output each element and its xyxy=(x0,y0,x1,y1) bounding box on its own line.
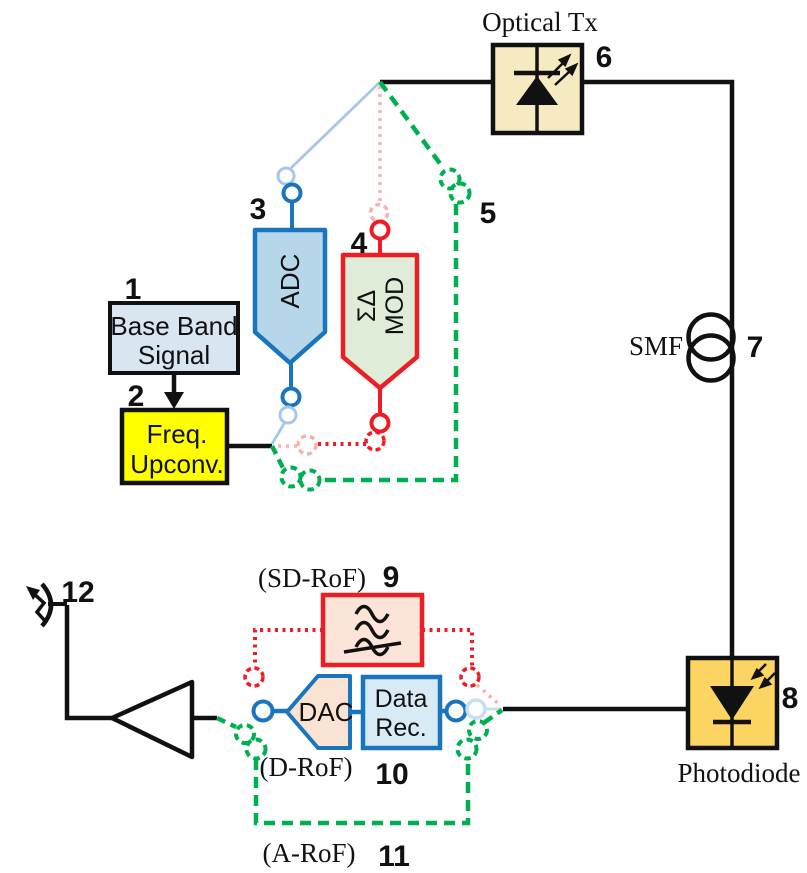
light-emission-arrows-icon xyxy=(547,53,579,86)
sigma-delta-path xyxy=(273,86,391,456)
label-number-2: 2 xyxy=(128,380,145,413)
label-number-6: 6 xyxy=(596,41,613,74)
adc-output-port-icon xyxy=(280,386,302,408)
dac-label: DAC xyxy=(299,697,354,727)
label-number-3: 3 xyxy=(250,193,267,226)
faded-switch-contact-icon xyxy=(465,698,487,720)
optical-link-wires xyxy=(192,79,735,721)
baseband-label-line1: Base Band xyxy=(110,311,237,341)
label-number-12: 12 xyxy=(61,576,94,609)
fiber-coil-icon xyxy=(686,333,736,383)
mod-block: ΣΔ MOD xyxy=(340,252,420,391)
upconv-label-line1: Freq. xyxy=(147,419,208,449)
label-number-4: 4 xyxy=(351,227,368,260)
radiating-signal-icon xyxy=(31,591,48,624)
label-number-7: 7 xyxy=(747,331,764,364)
label-number-1: 1 xyxy=(125,273,142,306)
mod-output-port-icon xyxy=(369,412,391,434)
mod-funnel xyxy=(340,252,420,391)
dac-input-port-icon xyxy=(251,699,275,723)
smf-block xyxy=(686,312,736,383)
datarec-box xyxy=(360,674,443,751)
green-switch-contact-icon xyxy=(467,719,489,741)
filter-waves-icon xyxy=(343,604,402,657)
green-switch-contact-icon xyxy=(298,468,322,492)
light-incident-arrows-icon xyxy=(750,663,776,690)
photodiode-icon xyxy=(710,686,754,720)
mod-label-group: ΣΔ MOD xyxy=(353,277,409,335)
faded-switch-contact-icon xyxy=(368,202,390,224)
optical-tx-block xyxy=(490,42,585,136)
laser-diode-icon xyxy=(516,76,558,105)
sdrof-routing xyxy=(243,628,503,708)
adc-path-faded xyxy=(270,80,381,445)
sd-rof-caption: (SD-RoF) xyxy=(258,563,366,593)
label-number-5: 5 xyxy=(480,197,497,230)
upconv-block: Freq. Upconv. xyxy=(119,407,230,486)
fiber-coil-icon xyxy=(686,312,736,362)
adc-funnel xyxy=(252,227,328,366)
faded-red-dotted-blade xyxy=(475,683,503,708)
antenna-wire xyxy=(64,605,112,721)
arrow-down-icon xyxy=(164,392,184,409)
label-number-10: 10 xyxy=(375,758,408,791)
faded-switch-contact-icon xyxy=(278,405,298,425)
label-number-11: 11 xyxy=(378,840,410,873)
faded-switch-contact-icon xyxy=(296,434,318,456)
mod-input-port-icon xyxy=(369,219,391,241)
faded-blue-wire-top xyxy=(290,80,381,170)
antenna-amplifier xyxy=(26,582,195,760)
optical-tx-caption: Optical Tx xyxy=(482,7,598,37)
amplifier-icon xyxy=(109,679,195,760)
adc-block: ADC xyxy=(252,227,328,366)
adc-input-port-icon xyxy=(281,182,303,204)
faded-blue-wire-bottom xyxy=(270,421,287,445)
faded-switch-contact-icon xyxy=(276,166,296,186)
green-switch-contact-icon xyxy=(244,737,268,761)
smf-caption: SMF xyxy=(629,331,683,361)
green-dashed-blade-bottom xyxy=(269,444,286,470)
label-number-9: 9 xyxy=(383,561,400,594)
green-switch-contact-icon xyxy=(234,723,256,745)
green-dashed-blade-right xyxy=(483,708,504,724)
drof-block: DAC Data Rec. xyxy=(251,674,502,751)
green-switch-contact-icon xyxy=(448,181,472,205)
datarec-label-line2: Rec. xyxy=(375,714,426,742)
green-switch-contact-icon xyxy=(279,465,303,489)
mod-label-line1: ΣΔ xyxy=(353,290,381,322)
red-dotted-wire-right xyxy=(422,628,474,666)
green-switch-contact-icon xyxy=(438,167,462,191)
datarec-output-port-icon xyxy=(444,699,468,723)
red-dotted-wire-left xyxy=(253,628,323,666)
baseband-block: Base Band Signal xyxy=(108,301,240,409)
wire-opticaltx-to-photodiode xyxy=(582,79,735,658)
red-switch-contact-icon xyxy=(364,430,386,452)
red-switch-contact-icon xyxy=(243,666,265,688)
green-dashed-blade-top xyxy=(378,80,446,171)
arof-routing-bottom xyxy=(216,708,504,826)
arof-bypass-top xyxy=(269,80,472,492)
green-dashed-blade-left xyxy=(216,715,237,730)
red-switch-contact-icon xyxy=(459,666,481,688)
a-rof-caption: (A-RoF) xyxy=(263,838,356,868)
label-number-8: 8 xyxy=(782,682,799,715)
datarec-label-line1: Data xyxy=(375,685,428,713)
signal-arrowhead-icon xyxy=(26,586,40,600)
green-switch-contact-icon xyxy=(455,737,479,761)
green-dashed-wire-bottom xyxy=(253,759,471,826)
photodiode-block xyxy=(685,655,780,751)
baseband-box xyxy=(108,301,240,375)
green-dashed-wire-right xyxy=(320,204,459,483)
mod-label-line2: MOD xyxy=(381,277,409,335)
adc-label: ADC xyxy=(275,254,305,309)
photodiode-caption: Photodiode xyxy=(677,758,800,788)
upconv-label-line2: Upconv. xyxy=(130,449,223,479)
filter-block xyxy=(320,592,425,668)
d-rof-caption: (D-RoF) xyxy=(260,752,353,782)
baseband-label-line2: Signal xyxy=(138,340,210,370)
upconv-box xyxy=(119,407,230,486)
